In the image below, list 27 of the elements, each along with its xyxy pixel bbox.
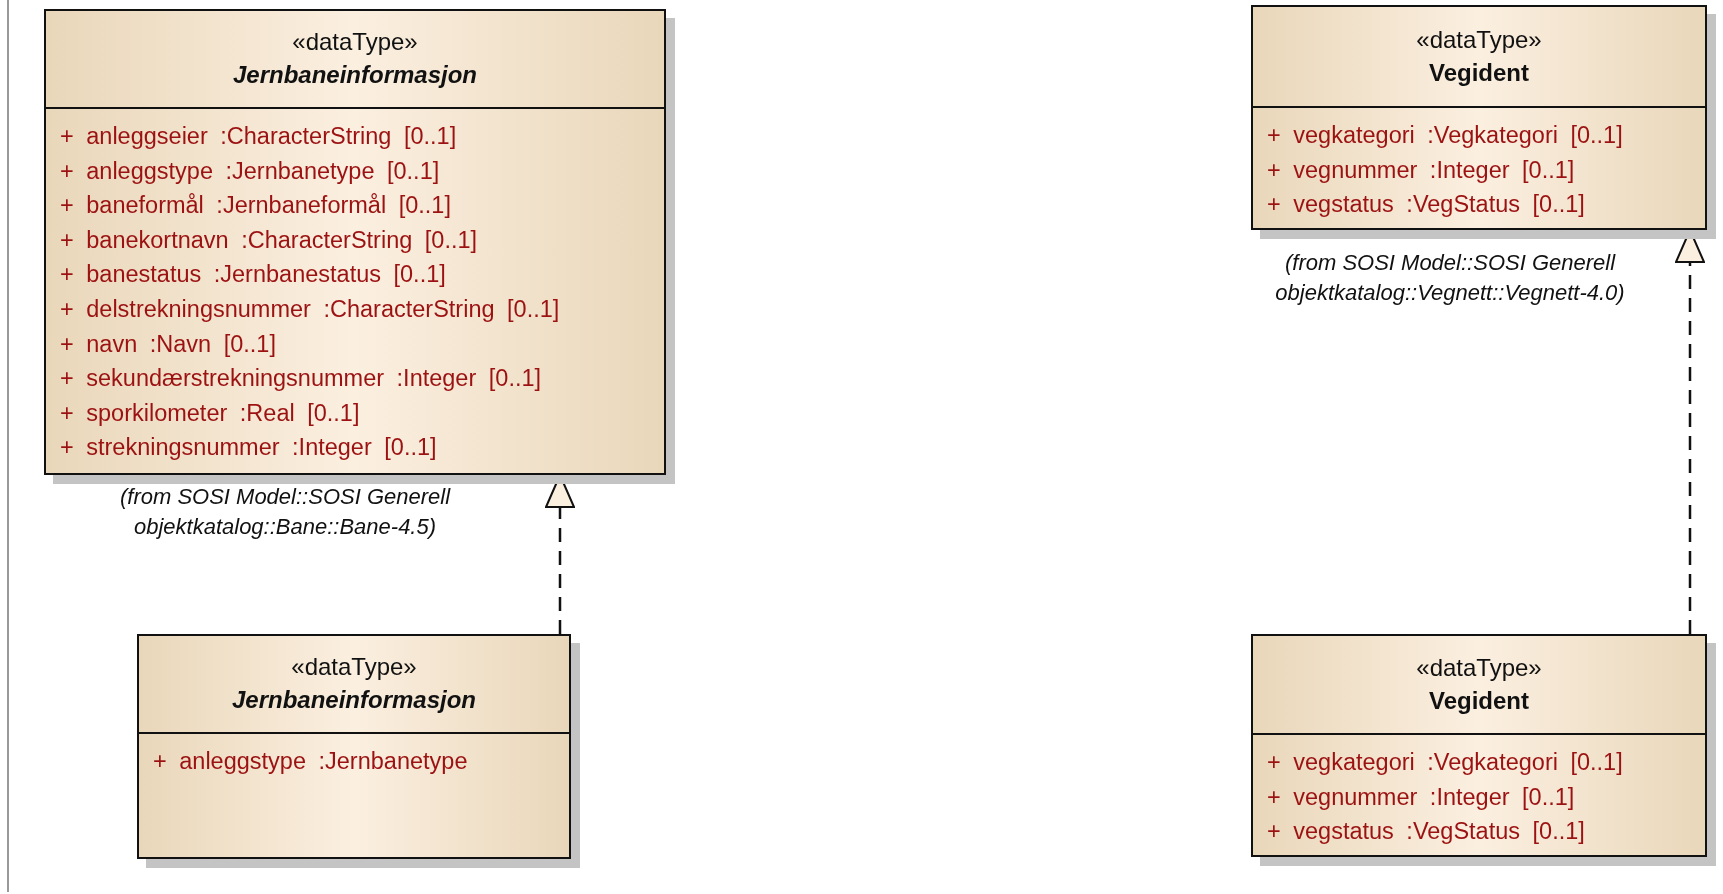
attribute-text: + vegstatus :VegStatus [0..1]	[1266, 817, 1585, 847]
attribute-text: + sekundærstrekningsnummer :Integer [0..1]	[59, 364, 542, 394]
stereotype-label: «dataType»	[1416, 24, 1542, 55]
class-name: Jernbaneinformasjon	[232, 60, 478, 90]
attribute-text: + vegstatus :VegStatus [0..1]	[1266, 190, 1585, 220]
stereotype-label: «dataType»	[292, 27, 418, 57]
attribute-text: + vegnummer :Integer [0..1]	[1266, 155, 1575, 185]
attribute-text: + anleggstype :Jernbanetype [0..1]	[59, 156, 440, 186]
attribute-text: + sporkilometer :Real [0..1]	[59, 398, 360, 428]
attribute-text: + baneformål :Jernbaneformål [0..1]	[59, 191, 451, 221]
stereotype-label: «dataType»	[291, 652, 417, 682]
package-note: (from SOSI Model::SOSI Generell objektkatalog::Vegnett::Vegnett-4.0)	[1274, 249, 1626, 307]
attribute-text: + vegkategori :Vegkategori [0..1]	[1266, 121, 1623, 150]
attribute-text: + anleggseier :CharacterString [0..1]	[59, 122, 457, 151]
stereotype-label: «dataType»	[1416, 652, 1542, 683]
attribute-text: + navn :Navn [0..1]	[59, 329, 276, 359]
attribute-text: + delstrekningsnummer :CharacterString [0..1]	[59, 294, 560, 324]
attribute-text: + banestatus :Jernbanestatus [0..1]	[59, 260, 446, 290]
attribute-text: + strekningsnummer :Integer [0..1]	[59, 433, 437, 463]
attribute-text: + banekortnavn :CharacterString [0..1]	[59, 225, 478, 255]
attribute-text: + anleggstype :Jernbanetype	[152, 747, 468, 776]
package-note: (from SOSI Model::SOSI Generell objektkatalog::Bane::Bane-4.5)	[118, 483, 452, 541]
attribute-text: + vegkategori :Vegkategori [0..1]	[1266, 748, 1623, 777]
attribute-text: + vegnummer :Integer [0..1]	[1266, 782, 1575, 812]
class-name: Vegident	[1429, 685, 1529, 716]
class-name: Jernbaneinformasjon	[231, 685, 477, 715]
class-name: Vegident	[1429, 57, 1529, 88]
